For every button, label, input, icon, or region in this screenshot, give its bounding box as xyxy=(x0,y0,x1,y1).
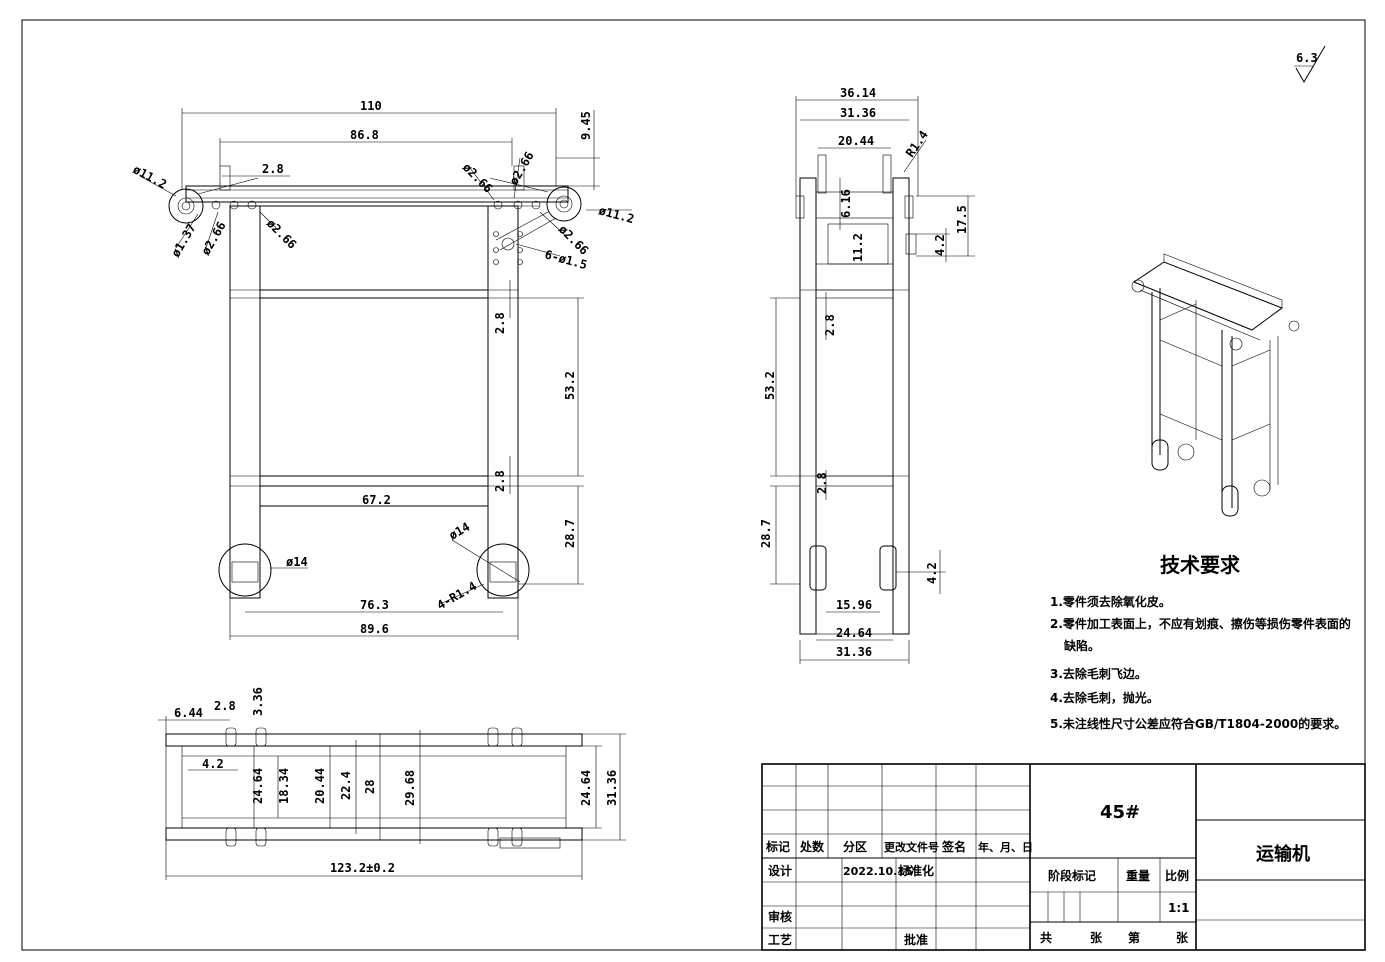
tb-material: 45# xyxy=(1100,802,1140,823)
dim-2968: 29.68 xyxy=(403,770,417,806)
dim-175: 17.5 xyxy=(955,205,969,234)
requirement-2-cont: 缺陷。 xyxy=(1064,638,1100,653)
dim-hole-1: ø2.66 xyxy=(198,219,228,257)
dim-fillet: 4-R1.4 xyxy=(435,579,480,613)
dim-28b: 28 xyxy=(363,780,377,794)
roughness-symbol: 6.3 xyxy=(1294,45,1326,83)
dim-hole-137: ø1.37 xyxy=(168,221,198,259)
dim-1834: 18.34 xyxy=(277,768,291,804)
dim-42-top: 4.2 xyxy=(202,757,224,771)
dim-pulley-right: ø11.2 xyxy=(597,203,636,226)
side-view: 36.14 31.36 20.44 R1.4 6.16 11.2 4.2 17.… xyxy=(759,86,975,664)
dim-42: 4.2 xyxy=(933,234,947,256)
tb-total: 共 xyxy=(1040,930,1052,945)
dim-overall-width: 110 xyxy=(360,99,382,113)
requirement-3: 3.去除毛刺飞边。 xyxy=(1050,666,1147,681)
dim-length: 123.2±0.2 xyxy=(330,861,395,875)
dim-panel-height: 53.2 xyxy=(563,371,577,400)
dim-lower-height: 28.7 xyxy=(563,519,577,548)
tb-scale-label: 比例 xyxy=(1165,868,1189,883)
requirement-5: 5.未注线性尺寸公差应符合GB/T1804-2000的要求。 xyxy=(1050,716,1346,731)
dim-inner-width-side: 24.64 xyxy=(836,626,872,640)
dim-gap-2: 2.8 xyxy=(815,472,829,494)
dim-2464-a: 24.64 xyxy=(251,768,265,804)
dim-28: 2.8 xyxy=(214,699,236,713)
tb-approve: 批准 xyxy=(904,932,928,947)
sheet-border xyxy=(21,19,1366,951)
dim-lower-height-side: 28.7 xyxy=(759,519,773,548)
tb-standardize: 标准化 xyxy=(897,863,934,878)
tb-header-sign: 签名 xyxy=(941,839,966,854)
tb-header-date: 年、月、日 xyxy=(978,840,1033,854)
dim-panel-height-side: 53.2 xyxy=(763,371,777,400)
dim-radius: R1.4 xyxy=(903,128,931,160)
dim-bottom-width: 31.36 xyxy=(836,645,872,659)
tb-weight: 重量 xyxy=(1126,868,1150,883)
dim-616: 6.16 xyxy=(839,189,853,218)
dim-224: 22.4 xyxy=(339,771,353,800)
dim-top-width: 36.14 xyxy=(840,86,876,100)
dim-3136: 31.36 xyxy=(605,770,619,806)
tb-header-count: 处数 xyxy=(799,839,825,854)
dim-2044: 20.44 xyxy=(313,768,327,804)
dim-hole-3: ø2.66 xyxy=(460,160,495,195)
dim-wheel-left: ø14 xyxy=(286,555,308,569)
tb-sheet2: 张 xyxy=(1176,930,1189,945)
tb-review: 审核 xyxy=(768,909,792,924)
tb-header-zone: 分区 xyxy=(843,839,867,854)
tb-page: 第 xyxy=(1128,930,1140,945)
dim-112: 11.2 xyxy=(851,233,865,262)
tb-design: 设计 xyxy=(768,863,792,878)
dim-inner-top: 20.44 xyxy=(838,134,874,148)
tb-header-mark: 标记 xyxy=(765,839,790,854)
requirements-title: 技术要求 xyxy=(1160,553,1241,577)
dim-slot-width: 2.8 xyxy=(262,162,284,176)
dim-336: 3.36 xyxy=(251,687,265,716)
isometric-view xyxy=(1131,253,1300,517)
dim-hole-4: ø2.66 xyxy=(506,149,536,187)
dim-hole-2: ø2.66 xyxy=(264,216,299,251)
dim-height-top: 9.45 xyxy=(579,111,593,140)
requirement-4: 4.去除毛刺，抛光。 xyxy=(1050,690,1159,705)
tb-process: 工艺 xyxy=(768,932,792,947)
dim-frame-width: 31.36 xyxy=(840,106,876,120)
dim-wheel-span: 76.3 xyxy=(360,598,389,612)
dim-slot-width-side: 15.96 xyxy=(836,598,872,612)
title-block: 标记 处数 分区 更改文件号 签名 年、月、日 设计 2022.10.15 标准… xyxy=(761,763,1366,951)
dim-base-width: 89.6 xyxy=(360,622,389,636)
dim-wheel-right: ø14 xyxy=(447,520,473,543)
front-view: 110 86.8 9.45 2.8 ø11.2 ø11.2 ø1.37 ø2.6… xyxy=(131,99,636,640)
dim-rail-gap-2: 2.8 xyxy=(493,470,507,492)
dim-lower-width: 67.2 xyxy=(362,493,391,507)
requirement-1: 1.零件须去除氧化皮。 xyxy=(1050,594,1171,609)
requirement-2: 2.零件加工表面上，不应有划痕、擦伤等损伤零件表面的 xyxy=(1050,616,1351,631)
tb-date: 2022.10.15 xyxy=(843,865,913,878)
tb-part-name: 运输机 xyxy=(1256,843,1310,865)
tech-requirements: 技术要求 1.零件须去除氧化皮。 2.零件加工表面上，不应有划痕、擦伤等损伤零件… xyxy=(1050,553,1351,731)
dim-pulley-left: ø11.2 xyxy=(131,162,169,191)
dim-2464-b: 24.64 xyxy=(579,770,593,806)
tb-stage-mark: 阶段标记 xyxy=(1048,868,1096,883)
tb-scale: 1:1 xyxy=(1168,901,1190,915)
top-view: 6.44 2.8 3.36 4.2 24.64 18.34 20.44 22.4… xyxy=(158,687,626,880)
tb-header-change-doc: 更改文件号 xyxy=(884,840,939,854)
dim-rail-gap-1: 2.8 xyxy=(493,312,507,334)
dim-inner-width: 86.8 xyxy=(350,128,379,142)
dim-foot-height: 4.2 xyxy=(925,562,939,584)
roughness-value: 6.3 xyxy=(1296,51,1318,65)
dim-gap-1: 2.8 xyxy=(823,314,837,336)
tb-sheets: 张 xyxy=(1090,930,1103,945)
dim-644: 6.44 xyxy=(174,706,203,720)
